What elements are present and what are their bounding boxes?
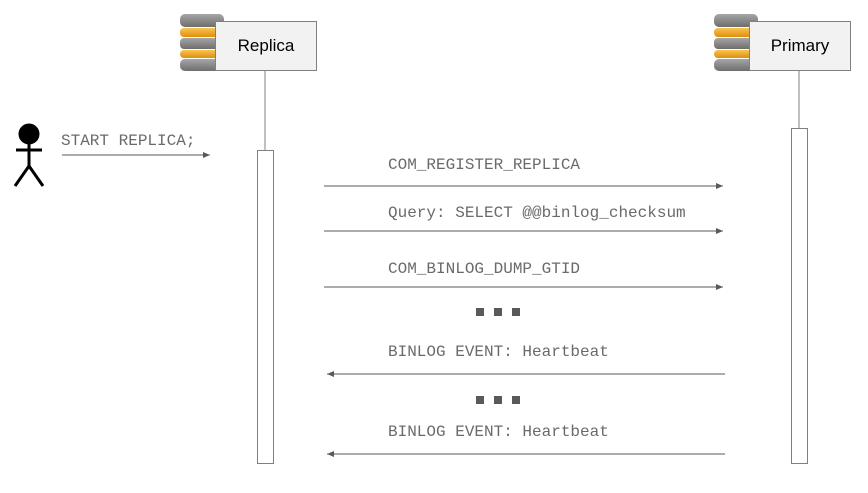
actor-command-label: START REPLICA; [61,132,196,150]
dot [476,308,484,316]
dot [512,308,520,316]
primary-activation-bar [791,128,808,464]
replica-activation-bar [257,150,274,464]
replica-database-icon [180,14,224,71]
primary-label: Primary [770,36,830,55]
message-label-3: COM_BINLOG_DUMP_GTID [388,260,581,278]
message-label-2: Query: SELECT @@binlog_checksum [388,204,686,222]
dot [494,308,502,316]
dot [494,396,502,404]
replica-box: Replica [215,21,317,71]
dot [512,396,520,404]
ellipsis-dots-2 [476,396,520,404]
dot [476,396,484,404]
message-label-4: BINLOG EVENT: Heartbeat [388,343,609,361]
primary-box: Primary [749,21,851,71]
message-label-5: BINLOG EVENT: Heartbeat [388,423,609,441]
primary-database-icon [714,14,758,71]
message-label-1: COM_REGISTER_REPLICA [388,156,581,174]
ellipsis-dots-1 [476,308,520,316]
replica-label: Replica [237,36,295,55]
stick-figure-icon [13,123,45,187]
